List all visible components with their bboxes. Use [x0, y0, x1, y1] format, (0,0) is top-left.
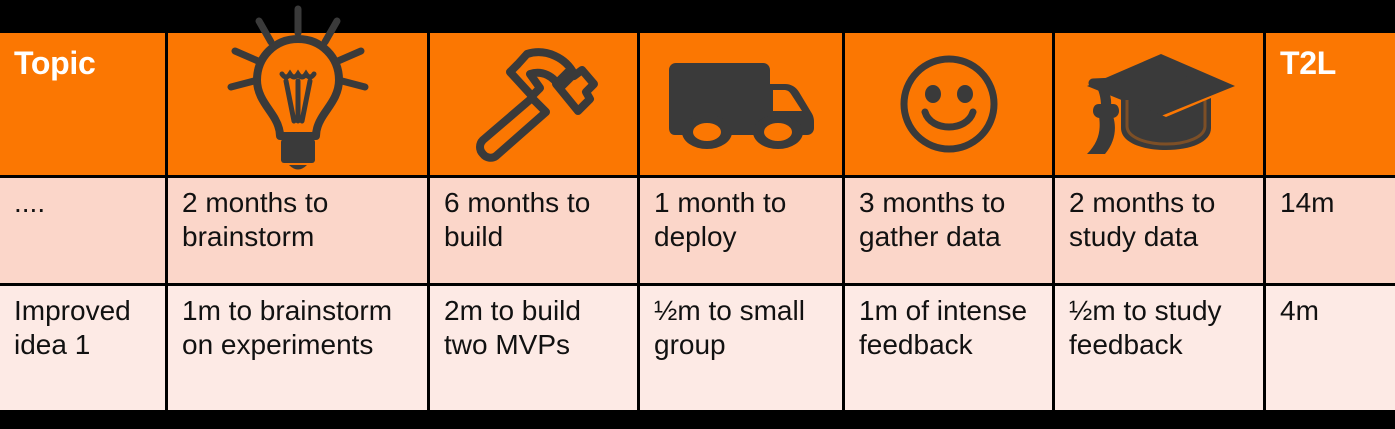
- cell-t2l[interactable]: 4m: [1266, 286, 1395, 410]
- cell-ideate[interactable]: 2 months to brainstorm: [168, 178, 427, 283]
- cell-feedback[interactable]: 3 months to gather data: [845, 178, 1052, 283]
- table-header-row: Topic: [0, 5, 1395, 175]
- lightbulb-icon: [168, 5, 427, 175]
- cell-feedback[interactable]: 1m of intense feedback: [845, 286, 1052, 410]
- header-cell-t2l[interactable]: T2L: [1266, 33, 1395, 175]
- cell-topic[interactable]: Improved idea 1: [0, 286, 165, 410]
- header-label-topic: Topic: [14, 45, 96, 81]
- cell-t2l[interactable]: 14m: [1266, 178, 1395, 283]
- hammer-icon: [430, 33, 637, 175]
- header-label-t2l: T2L: [1280, 45, 1336, 81]
- header-cell-build[interactable]: [430, 33, 637, 175]
- time-to-learn-table: Topic: [0, 5, 1395, 410]
- header-cell-feedback[interactable]: [845, 33, 1052, 175]
- header-cell-deploy[interactable]: [640, 33, 842, 175]
- header-cell-learn[interactable]: [1055, 33, 1263, 175]
- cell-build[interactable]: 6 months to build: [430, 178, 637, 283]
- smiley-face-icon: [845, 33, 1052, 175]
- cell-deploy[interactable]: 1 month to deploy: [640, 178, 842, 283]
- header-cell-ideate[interactable]: [168, 5, 427, 175]
- cell-deploy[interactable]: ½m to small group: [640, 286, 842, 410]
- cell-topic[interactable]: ....: [0, 178, 165, 283]
- cell-learn[interactable]: 2 months to study data: [1055, 178, 1263, 283]
- delivery-truck-icon: [640, 33, 842, 175]
- cell-build[interactable]: 2m to build two MVPs: [430, 286, 637, 410]
- cell-learn[interactable]: ½m to study feedback: [1055, 286, 1263, 410]
- graduation-cap-icon: [1055, 33, 1263, 175]
- table-row: .... 2 months to brainstorm 6 months to …: [0, 178, 1395, 283]
- cell-ideate[interactable]: 1m to brainstorm on experiments: [168, 286, 427, 410]
- table-row: Improved idea 1 1m to brainstorm on expe…: [0, 286, 1395, 410]
- header-cell-topic[interactable]: Topic: [0, 33, 165, 175]
